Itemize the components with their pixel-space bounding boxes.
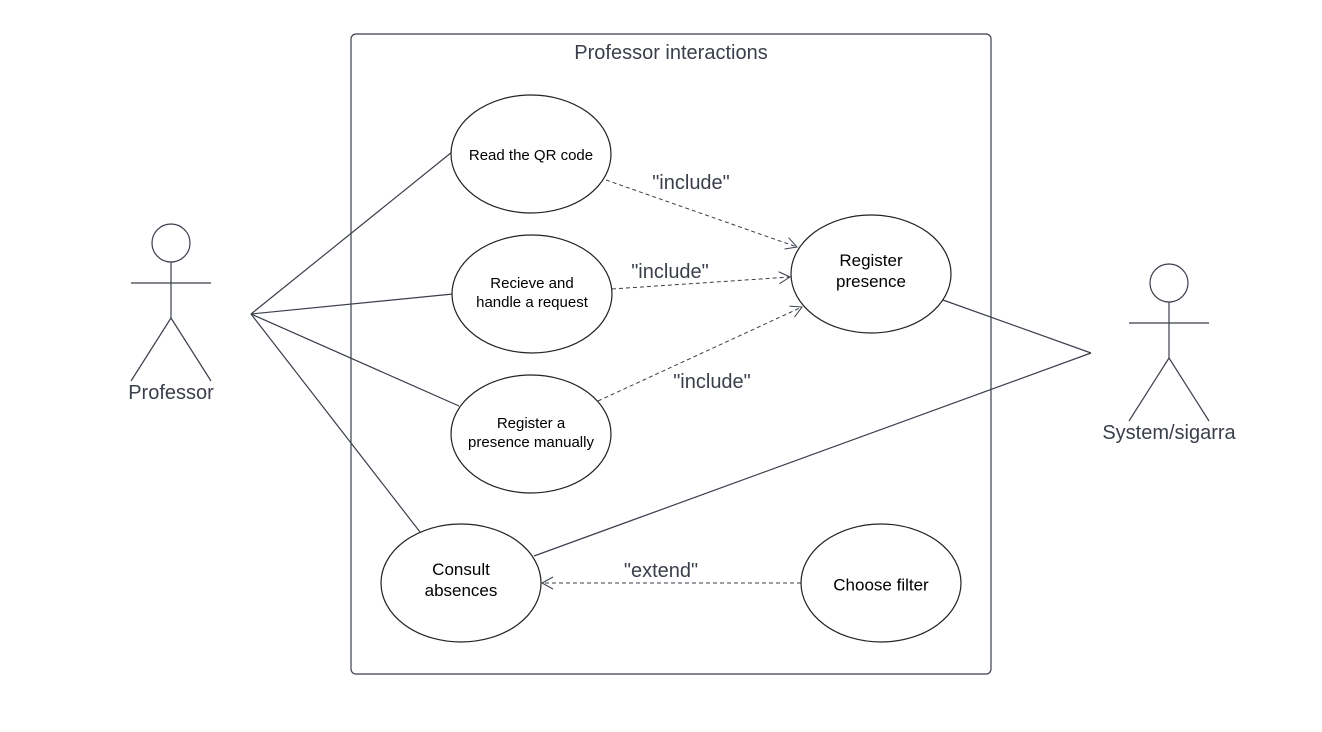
include-label-1: "include"	[652, 172, 730, 194]
use-case-handle-request: Recieve and handle a request	[451, 234, 613, 354]
use-case-label: Recieve and	[490, 275, 573, 292]
actor-professor: Professor	[128, 223, 214, 404]
system-associations	[533, 299, 1092, 557]
actor-label: System/sigarra	[1102, 422, 1236, 444]
association-handle-request	[250, 293, 454, 315]
use-case-read-qr: Read the QR code	[450, 94, 612, 214]
include-label-3: "include"	[673, 371, 751, 393]
use-case-consult-absences: Consult absences	[380, 523, 542, 643]
include-arrow-2	[611, 271, 792, 290]
use-case-label: Choose filter	[833, 575, 929, 594]
actor-system: System/sigarra	[1102, 263, 1237, 444]
association-read-qr	[250, 151, 453, 315]
use-case-label: handle a request	[476, 294, 589, 311]
boundary-title: Professor interactions	[574, 42, 767, 64]
dependency-relations: "include" "include" "include" "extend"	[540, 172, 803, 590]
actor-label: Professor	[128, 382, 214, 404]
include-arrow-1	[605, 179, 798, 250]
use-case-label: Read the QR code	[469, 147, 593, 164]
association-register-manual	[250, 313, 460, 407]
use-case-label: absences	[425, 581, 498, 600]
use-case-register-manual: Register a presence manually	[450, 374, 612, 494]
association-register-presence	[942, 299, 1092, 354]
stick-figure-icon	[1128, 263, 1210, 422]
use-case-label: Consult	[432, 560, 490, 579]
stick-figure-icon	[130, 223, 212, 382]
use-case-label: Register	[839, 251, 903, 270]
professor-associations	[250, 151, 460, 533]
use-case-label: Register a	[497, 415, 566, 432]
association-consult-absences-system	[533, 352, 1092, 557]
include-arrow-3	[597, 305, 803, 402]
use-case-label: presence	[836, 272, 906, 291]
use-case-choose-filter: Choose filter	[800, 523, 962, 643]
include-label-2: "include"	[631, 261, 709, 283]
use-case-register-presence: Register presence	[790, 214, 952, 334]
use-case-label: presence manually	[468, 434, 594, 451]
extend-label: "extend"	[624, 560, 698, 582]
association-consult-absences	[250, 313, 421, 533]
